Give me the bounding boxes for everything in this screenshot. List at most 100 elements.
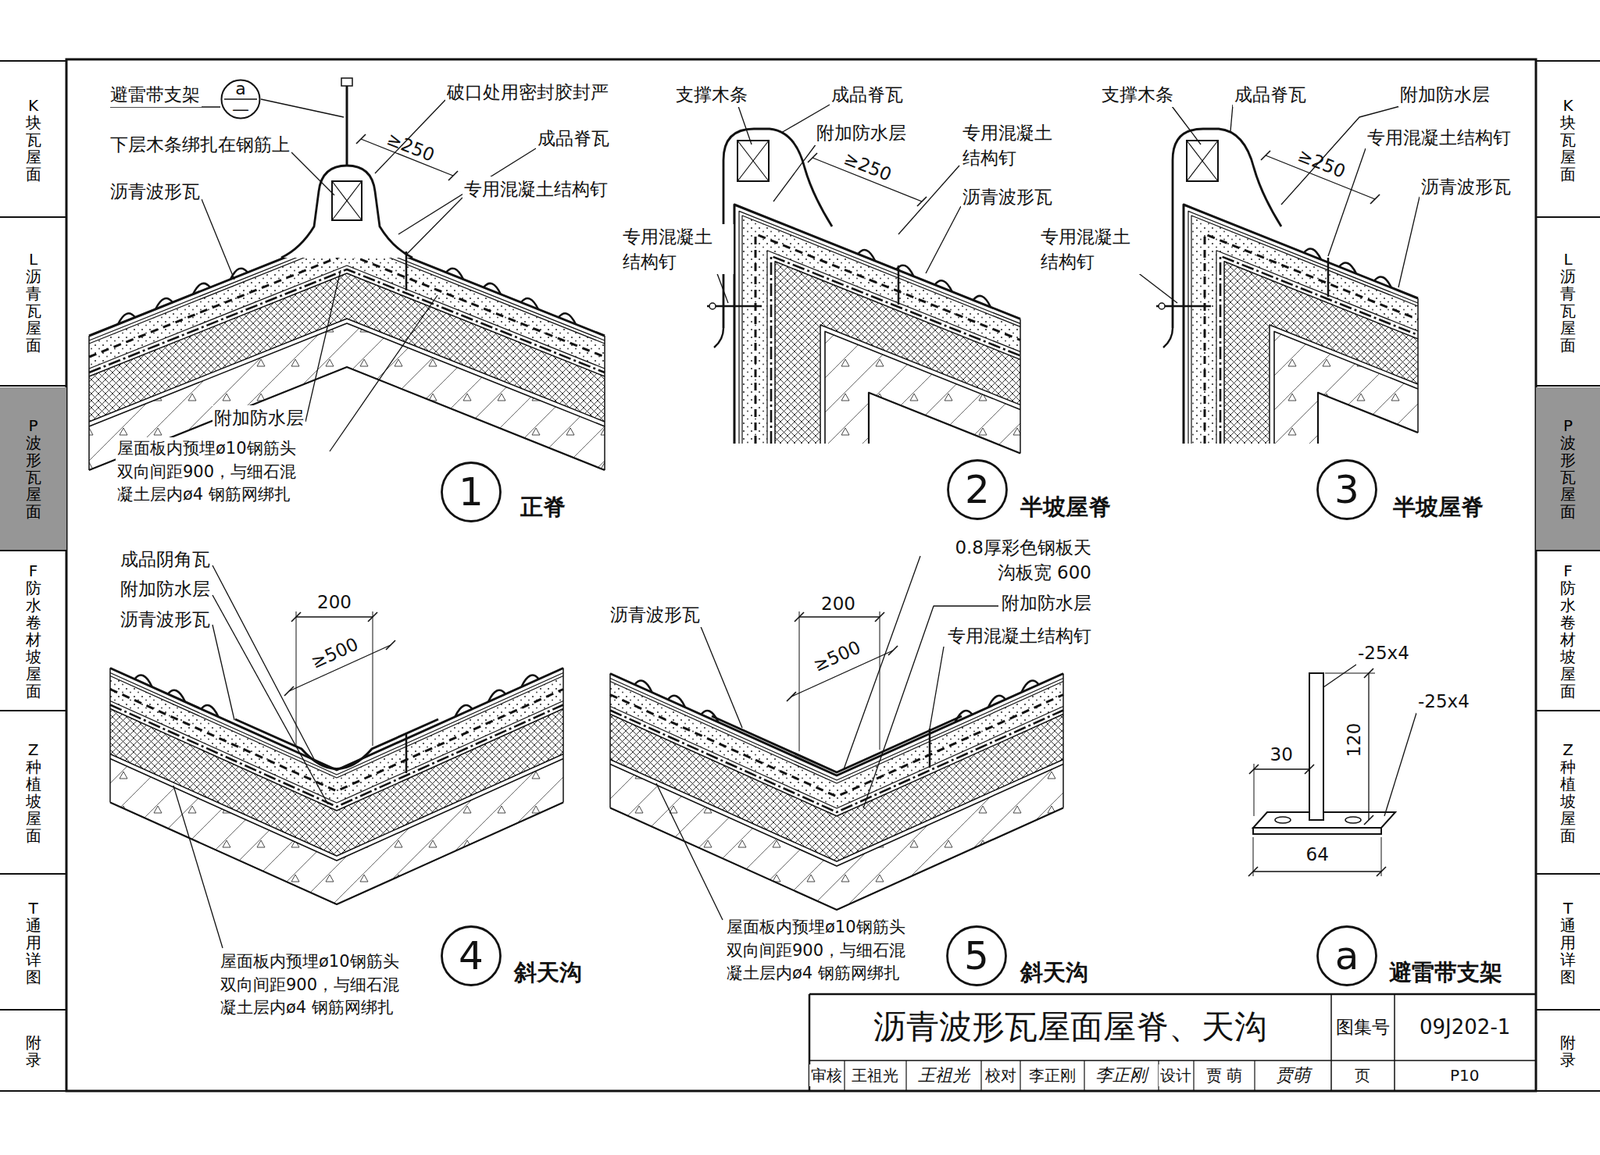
detail-title: 半坡屋脊 (1020, 493, 1111, 522)
layer-line (1216, 250, 1418, 444)
layer-line (1317, 392, 1418, 444)
title-block-cell: P10 (1448, 1064, 1482, 1087)
dimension-tick (917, 196, 927, 207)
layer-line (610, 707, 1064, 810)
wood-strip-mark (1186, 140, 1218, 182)
wave-tile-crest (558, 313, 576, 325)
tab-separator (1535, 710, 1600, 712)
layer-line (610, 674, 1064, 777)
tab-separator (0, 1090, 67, 1093)
tab-separator (1535, 385, 1600, 387)
wave-tile-crest (973, 296, 991, 308)
leader-line (260, 99, 344, 118)
tab-separator (0, 60, 67, 62)
layer-line (110, 803, 564, 906)
section-tab: 附录 (0, 1011, 67, 1091)
layer-line (110, 676, 564, 779)
section-tab: K块瓦屋面 (1535, 62, 1600, 217)
layer-line (775, 261, 1021, 444)
dimension-tick (786, 692, 797, 702)
concrete-nail (928, 728, 932, 768)
title-block-cell: 校对 (983, 1064, 1018, 1087)
callout-number: 4 (440, 925, 502, 987)
title-block-line (1083, 1060, 1085, 1092)
tab-label: 附录 (1560, 1034, 1576, 1069)
section-tab: F防水卷材坡屋面 (1535, 552, 1600, 711)
callout-number: 5 (946, 925, 1008, 987)
annotation-label: 沥青波形瓦 (608, 602, 702, 628)
flashing-hook (1163, 328, 1173, 348)
annotation-label: 200 (819, 591, 858, 617)
leader-line (773, 143, 817, 202)
base-plate-edge (1253, 828, 1382, 835)
nail-head (709, 303, 716, 310)
cut-line (603, 335, 606, 471)
valley-tile (235, 719, 439, 770)
extension-line (296, 611, 297, 747)
leader-line (1384, 713, 1417, 817)
concrete-nail (405, 251, 408, 291)
wood-strip (1186, 140, 1218, 182)
dimension-text: ≥500 (306, 633, 363, 674)
wave-tile-crest (1374, 276, 1392, 288)
annotation-label: 支撑木条 (674, 82, 750, 108)
annotation-label: 成品脊瓦 (535, 125, 611, 151)
tab-label: K块瓦屋面 (1560, 96, 1576, 183)
callout-circle: a避雷带支架 (1316, 925, 1506, 987)
detail-title: 避雷带支架 (1389, 959, 1503, 987)
section-tab: L沥青瓦屋面 (1535, 218, 1600, 386)
layer-line (868, 392, 1021, 454)
layer-line (1269, 325, 1418, 444)
layer-line (610, 764, 1064, 868)
title-block-line (1393, 994, 1396, 1092)
wave-tile-crest (701, 710, 719, 723)
annotation-label: 64 (1304, 842, 1331, 868)
callout-circle: 3半坡屋脊 (1316, 459, 1487, 521)
signature: 李正刚 (1093, 1064, 1149, 1089)
concrete-slab (610, 764, 1064, 911)
wave-tile-crest (988, 696, 1006, 708)
tab-separator (1535, 1090, 1600, 1093)
tab-label: P波形瓦屋面 (1560, 417, 1576, 521)
layer-line (610, 678, 1064, 782)
layer-line (1188, 210, 1418, 444)
wood-strip-mark (332, 181, 362, 221)
leader-line (212, 625, 235, 721)
tab-separator (0, 385, 67, 387)
annotation-label: 200 (315, 589, 354, 615)
leader-line (700, 625, 743, 729)
annotation-label: 沥青波形瓦 (1419, 174, 1513, 200)
annotation-label: 专用混凝土 结构钉 (621, 224, 734, 275)
wave-tile-crest (117, 313, 136, 325)
tab-label: K块瓦屋面 (25, 96, 42, 183)
layer-line (610, 682, 1064, 785)
dimension-tick (1304, 764, 1315, 775)
annotation-label: 屋面板内预埋ø10钢筋头 双向间距900，与细石混 凝土层内ø4 钢筋网绑扎 (725, 916, 936, 986)
annotation-label: 附加防水层 (814, 120, 908, 146)
leader-line (375, 100, 446, 174)
title-block-line (1192, 1060, 1194, 1092)
dimension-line (799, 616, 880, 618)
annotation-label: 专用混凝土 结构钉 (1039, 224, 1152, 275)
tab-label: F防水卷材坡屋面 (1560, 562, 1576, 700)
bolt-hole (1275, 817, 1291, 824)
section-tab: P波形瓦屋面 (0, 387, 67, 550)
tab-separator (1535, 550, 1600, 552)
wave-tile-crest (635, 681, 653, 693)
cut-line (609, 674, 611, 809)
annotation-label: 专用混凝土结构钉 (946, 623, 1093, 649)
layer-line (825, 331, 1021, 444)
annotation-label: -25x4 (1416, 689, 1472, 715)
layer-line (1191, 215, 1418, 444)
cut-line (88, 335, 90, 471)
tab-separator (1535, 60, 1600, 62)
cut-line (1062, 674, 1065, 809)
wave-tile-crest (455, 705, 473, 718)
callout-number: 3 (1316, 459, 1378, 521)
index-text: — (220, 99, 261, 120)
leader-line (173, 785, 223, 949)
layer-line (1274, 331, 1418, 444)
leader-line (1323, 664, 1357, 688)
waterproof-layer (89, 269, 605, 373)
